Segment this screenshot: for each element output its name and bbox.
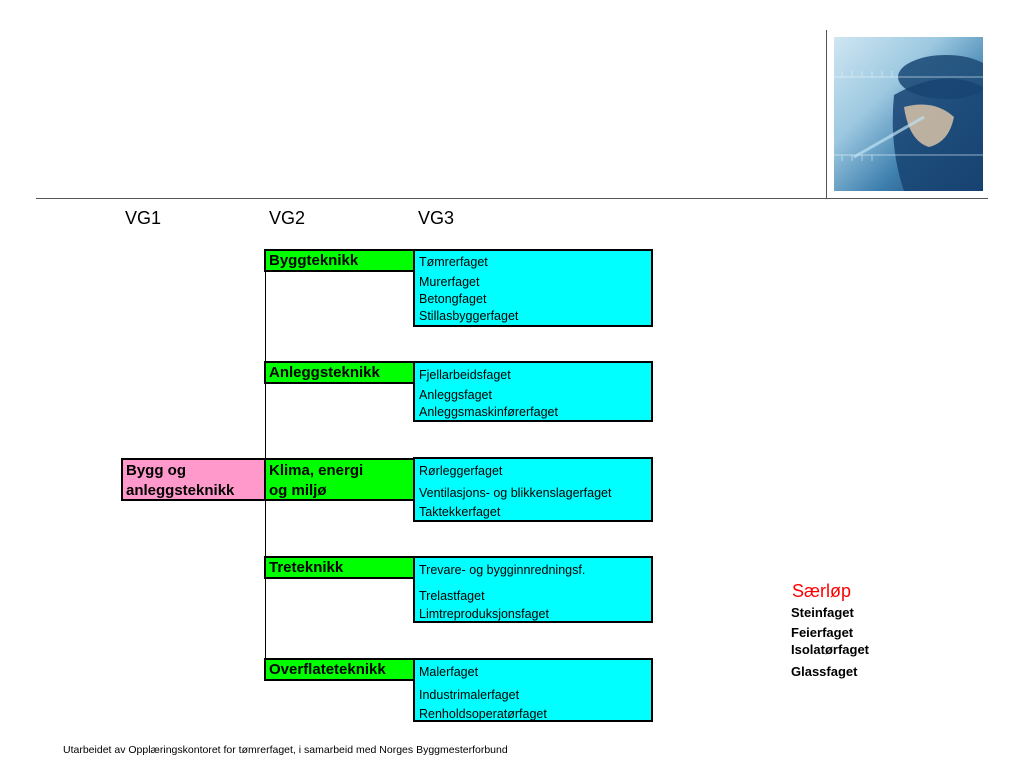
- vg3-item: Anleggsfaget: [419, 388, 492, 402]
- footer-credit: Utarbeidet av Opplæringskontoret for tøm…: [63, 744, 508, 756]
- vg3-box-klima-energi-og-miljo: Rørleggerfaget Ventilasjons- og blikkens…: [413, 457, 653, 522]
- vg2-box-overflateteknikk: Overflateteknikk: [264, 658, 415, 681]
- vg2-label-treteknikk: Treteknikk: [269, 559, 344, 576]
- vg1-label-line2: anleggsteknikk: [126, 482, 235, 499]
- special-track-title: Særløp: [792, 581, 852, 601]
- vg1-label-line1: Bygg og: [126, 462, 186, 479]
- vg3-item: Stillasbyggerfaget: [419, 309, 519, 323]
- header-vg1: VG1: [125, 208, 162, 228]
- vg3-item: Limtreproduksjonsfaget: [419, 607, 549, 621]
- vg3-item: Fjellarbeidsfaget: [419, 368, 511, 382]
- header-vg3: VG3: [418, 208, 455, 228]
- vg3-item: Trelastfaget: [419, 589, 485, 603]
- vg2-label-overflateteknikk: Overflateteknikk: [269, 661, 386, 678]
- vg3-item: Taktekkerfaget: [419, 505, 501, 519]
- vg3-item: Renholdsoperatørfaget: [419, 707, 547, 721]
- special-track-item: Glassfaget: [791, 664, 858, 679]
- vg2-box-klima-energi-og-miljo: Klima, energi og miljø: [264, 458, 415, 501]
- vg2-label-klima-line2: og miljø: [269, 482, 327, 499]
- vg3-item: Trevare- og bygginnredningsf.: [419, 563, 586, 577]
- header-vertical-divider: [826, 30, 827, 198]
- special-track-item: Feierfaget: [791, 625, 854, 640]
- vg3-item: Rørleggerfaget: [419, 464, 503, 478]
- vg2-box-treteknikk: Treteknikk: [264, 556, 415, 579]
- special-track-item: Steinfaget: [791, 605, 854, 620]
- vg3-item: Anleggsmaskinførerfaget: [419, 405, 558, 419]
- header-divider: [36, 198, 988, 199]
- vg3-item: Betongfaget: [419, 292, 487, 306]
- vg3-box-overflateteknikk: Malerfaget Industrimalerfaget Renholdsop…: [413, 658, 653, 722]
- vg2-box-anleggsteknikk: Anleggsteknikk: [264, 361, 415, 384]
- vg3-item: Malerfaget: [419, 665, 479, 679]
- vg3-item: Tømrerfaget: [419, 255, 488, 269]
- vg3-box-byggteknikk: Tømrerfaget Murerfaget Betongfaget Still…: [413, 249, 653, 327]
- vg3-item: Murerfaget: [419, 275, 480, 289]
- vg1-box-bygg-og-anleggsteknikk: Bygg og anleggsteknikk: [121, 458, 266, 501]
- header-photo: [834, 37, 983, 191]
- photo-illustration: [834, 55, 983, 191]
- vg2-label-klima-line1: Klima, energi: [269, 462, 364, 479]
- special-track-item: Isolatørfaget: [791, 642, 870, 657]
- vg3-box-treteknikk: Trevare- og bygginnredningsf. Trelastfag…: [413, 556, 653, 623]
- vg3-item: Ventilasjons- og blikkenslagerfaget: [419, 486, 612, 500]
- header-vg2: VG2: [269, 208, 306, 228]
- vg2-label-anleggsteknikk: Anleggsteknikk: [269, 364, 380, 381]
- vg3-item: Industrimalerfaget: [419, 688, 520, 702]
- vg3-box-anleggsteknikk: Fjellarbeidsfaget Anleggsfaget Anleggsma…: [413, 361, 653, 422]
- vg2-label-byggteknikk: Byggteknikk: [269, 252, 359, 269]
- vg2-box-byggteknikk: Byggteknikk: [264, 249, 415, 272]
